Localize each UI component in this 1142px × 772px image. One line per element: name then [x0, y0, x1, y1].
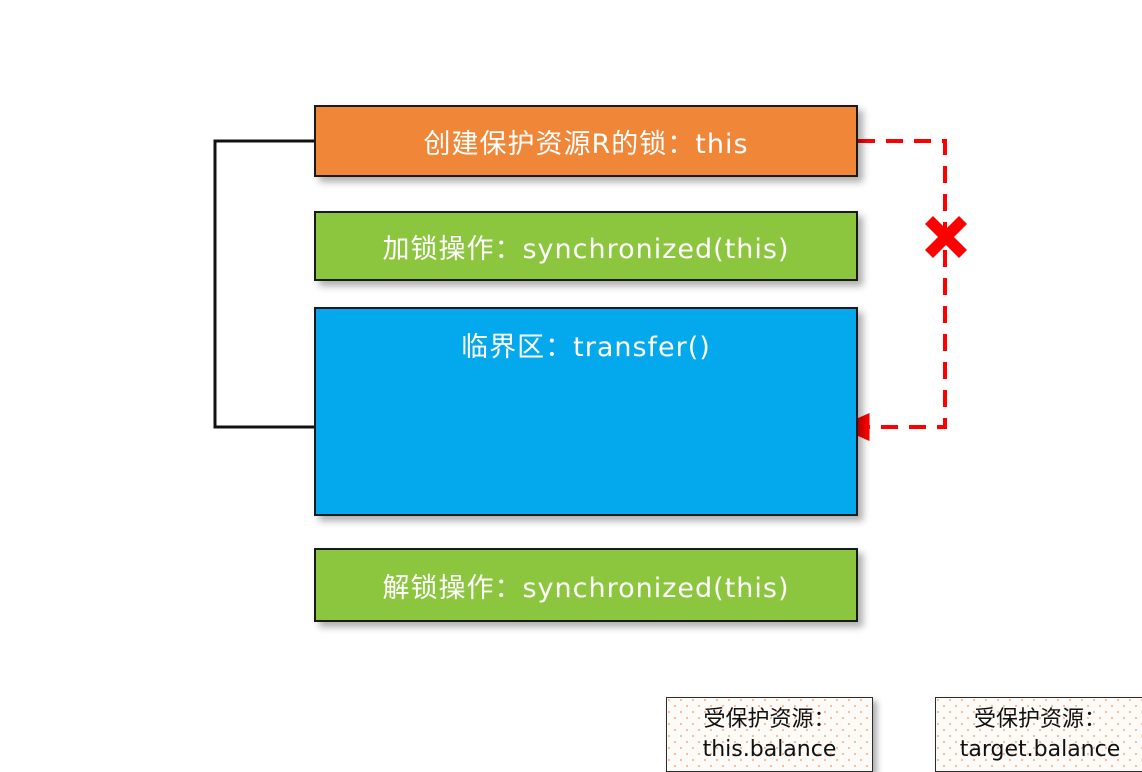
lock-acquire-box[interactable]: 加锁操作：synchronized(this) — [314, 211, 858, 281]
resource-box-target-balance[interactable]: 受保护资源： target.balance — [935, 697, 1142, 772]
lock-acquire-label: 加锁操作：synchronized(this) — [382, 233, 790, 265]
resource-box-this-balance[interactable]: 受保护资源： this.balance — [666, 697, 873, 772]
critical-section-label: 临界区：transfer() — [461, 332, 711, 363]
critical-section-title: 临界区：transfer() — [316, 325, 856, 364]
resource-value: this.balance — [702, 736, 837, 762]
critical-section-box[interactable]: 临界区：transfer() 受保护资源： this.balance 受保护资源… — [314, 307, 1142, 772]
diagram-connector-layer — [213, 139, 967, 441]
cross-icon — [925, 216, 967, 258]
lock-create-box[interactable]: 创建保护资源R的锁：this — [314, 105, 858, 177]
lock-create-label: 创建保护资源R的锁：this — [423, 128, 749, 160]
edge-lock-to-target-balance — [837, 139, 947, 441]
resource-value: target.balance — [959, 736, 1121, 762]
edge-lock-to-this-balance — [213, 139, 348, 439]
lock-release-box[interactable]: 解锁操作：synchronized(this) — [314, 548, 858, 622]
resource-heading: 受保护资源： — [703, 707, 836, 733]
resource-heading: 受保护资源： — [973, 707, 1106, 733]
lock-release-label: 解锁操作：synchronized(this) — [382, 572, 790, 604]
